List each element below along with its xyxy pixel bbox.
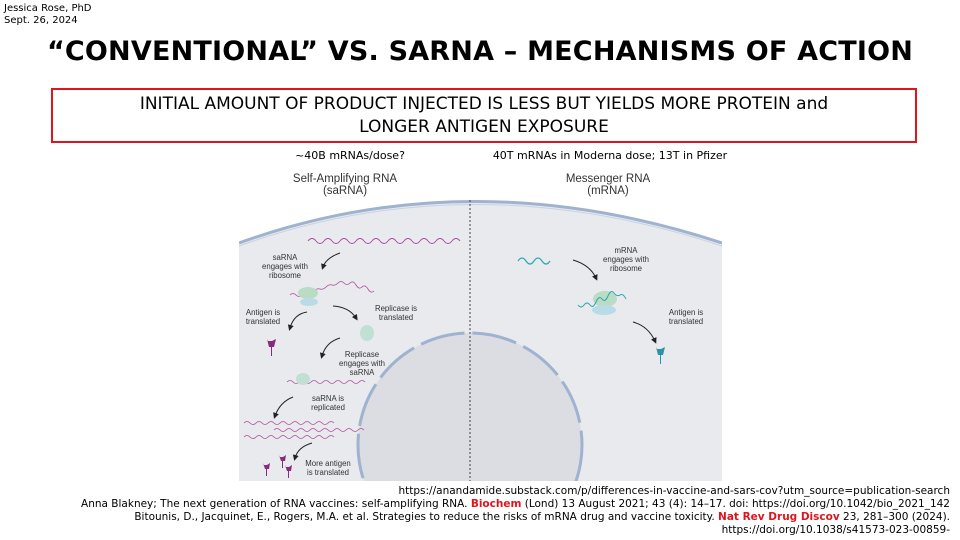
label-mrna-antigen-2: translated <box>669 317 703 326</box>
label-sarna-engages-1: saRNA <box>273 253 298 262</box>
left-heading-1: Self-Amplifying RNA <box>293 173 397 185</box>
reference-journal: Biochem <box>470 498 522 510</box>
highlight-line-2: LONGER ANTIGEN EXPOSURE <box>359 117 609 137</box>
label-mrna-engages-3: ribosome <box>610 264 642 273</box>
sarna-strand <box>307 238 461 244</box>
reference-doi: https://doi.org/10.1038/s41573-023-00859… <box>721 524 950 536</box>
antigen-icon <box>263 339 292 478</box>
mrna-strand <box>517 257 551 265</box>
label-sarna-engages-2: engages with <box>262 262 308 271</box>
label-replicase-1: Replicase is <box>375 304 417 313</box>
reference-bitounis: Bitounis, D., Jacquinet, E., Rogers, M.A… <box>134 511 950 524</box>
replicase-icon <box>360 325 374 341</box>
label-mrna-engages-1: mRNA <box>615 246 639 255</box>
label-antigen-1: Antigen is <box>246 308 280 317</box>
label-mrna-antigen-1: Antigen is <box>669 308 703 317</box>
left-heading-2: (saRNA) <box>323 185 367 197</box>
label-replicase-engages-3: saRNA <box>350 368 375 377</box>
right-dose-note: 40T mRNAs in Moderna dose; 13T in Pfizer <box>492 149 728 162</box>
right-heading-2: (mRNA) <box>587 185 629 197</box>
replicase-icon <box>296 373 310 385</box>
label-replicated-2: replicated <box>311 403 345 412</box>
highlight-box: INITIAL AMOUNT OF PRODUCT INJECTED IS LE… <box>51 88 917 143</box>
label-replicated-1: saRNA is <box>312 394 344 403</box>
label-more-antigen-1: More antigen <box>305 459 351 468</box>
nucleus <box>358 333 582 481</box>
reference-text: Anna Blakney; The next generation of RNA… <box>81 498 471 510</box>
label-replicase-2: translated <box>379 313 413 322</box>
highlight-line-1: INITIAL AMOUNT OF PRODUCT INJECTED IS LE… <box>139 94 829 114</box>
nuclear-envelope <box>356 331 584 481</box>
left-dose-note: ~40B mRNAs/dose? <box>295 149 405 162</box>
label-more-antigen-2: is translated <box>307 468 349 477</box>
slide-title: “CONVENTIONAL” VS. SARNA – MECHANISMS OF… <box>46 36 914 67</box>
sarna-strand <box>243 435 335 439</box>
sarna-strand <box>273 428 365 432</box>
author-block: Jessica Rose, PhD Sept. 26, 2024 <box>4 3 92 27</box>
cell-membrane <box>239 200 722 245</box>
author-date: Sept. 26, 2024 <box>4 15 78 26</box>
label-replicase-engages-1: Replicase <box>345 350 379 359</box>
reference-journal: Nat Rev Drug Discov <box>718 511 840 523</box>
label-sarna-engages-3: ribosome <box>269 271 301 280</box>
sarna-strand <box>243 421 335 425</box>
right-heading-1: Messenger RNA <box>566 173 651 185</box>
reference-text: Bitounis, D., Jacquinet, E., Rogers, M.A… <box>134 511 719 523</box>
reference-blakney: Anna Blakney; The next generation of RNA… <box>81 498 950 511</box>
reference-text: (Lond) 13 August 2021; 43 (4): 14–17. do… <box>521 498 950 510</box>
ribosome-icon <box>298 287 318 299</box>
ribosome-icon <box>593 291 617 307</box>
antigen-icon <box>656 347 665 364</box>
reference-url-substack: https://anandamide.substack.com/p/differ… <box>399 485 951 498</box>
author-name: Jessica Rose, PhD <box>4 3 92 14</box>
label-replicase-engages-2: engages with <box>339 359 385 368</box>
reference-bitounis-doi: https://doi.org/10.1038/s41573-023-00859… <box>722 524 950 537</box>
reference-url-text: https://anandamide.substack.com/p/differ… <box>398 485 951 497</box>
label-mrna-engages-2: engages with <box>603 255 649 264</box>
label-antigen-2: translated <box>246 317 280 326</box>
reference-text: 23, 281–300 (2024). <box>839 511 950 523</box>
